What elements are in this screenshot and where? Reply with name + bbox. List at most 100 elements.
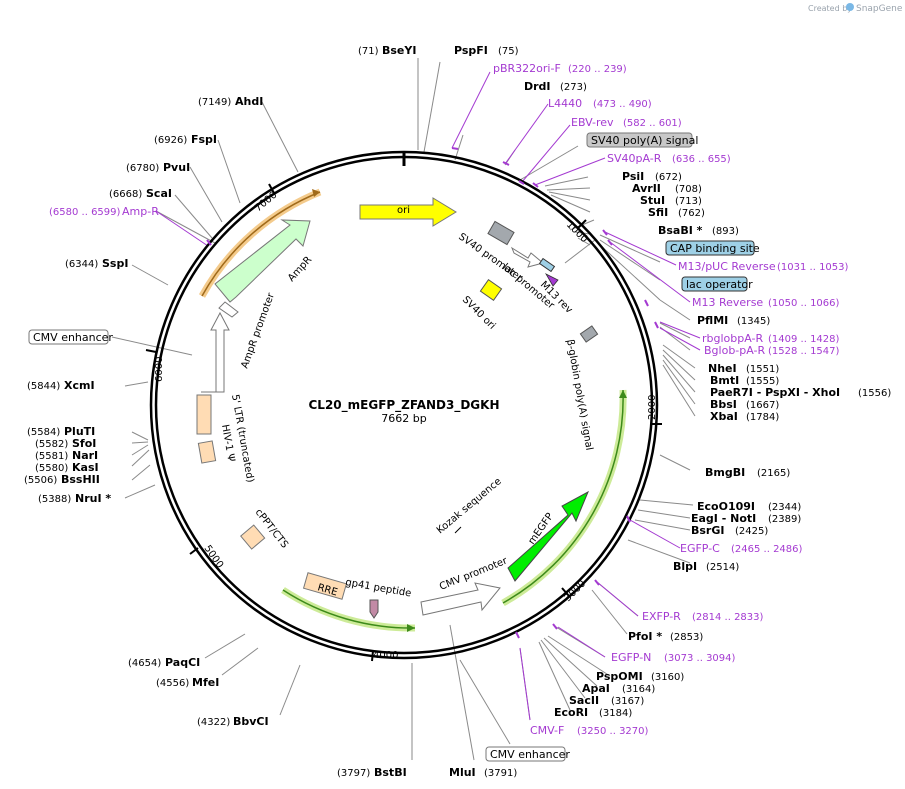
svg-text:(672): (672) xyxy=(655,172,682,183)
enzyme-pflmi[interactable]: PflMI(1345) xyxy=(697,314,770,327)
svg-text:(1050 .. 1066): (1050 .. 1066) xyxy=(768,298,840,309)
enzyme-stui[interactable]: StuI(713) xyxy=(640,194,702,207)
tick-5000: 5000 xyxy=(202,543,226,570)
primer-egfp-n[interactable]: EGFP-N(3073 .. 3094) xyxy=(611,651,736,664)
svg-text:(6926): (6926) xyxy=(154,135,187,146)
primer-amp-r[interactable]: (6580 .. 6599)Amp-R xyxy=(49,205,159,218)
enzyme-psii[interactable]: PsiI(672) xyxy=(622,170,682,183)
bglobin-label: β-globin poly(A) signal xyxy=(564,339,594,452)
enzyme-ecori[interactable]: EcoRI(3184) xyxy=(554,706,632,719)
enzyme-bstbi[interactable]: (3797) BstBI xyxy=(337,766,407,779)
cmv-enhancer-left-box[interactable]: CMV enhancer xyxy=(28,329,113,345)
svg-text:(3250 .. 3270): (3250 .. 3270) xyxy=(577,726,649,737)
enzyme-eagi[interactable]: EagI - NotI(2389) xyxy=(691,512,801,525)
sv40-polya-box[interactable]: SV40 poly(A) signal xyxy=(586,132,698,148)
enzyme-pluti[interactable]: (5584)PluTI xyxy=(27,425,95,438)
enzyme-avrii[interactable]: AvrII(708) xyxy=(632,182,702,195)
svg-text:(2814 .. 2833): (2814 .. 2833) xyxy=(692,612,764,623)
enzyme-kasi[interactable]: (5580)KasI xyxy=(35,461,99,474)
primer-m13-puc-reverse[interactable]: M13/pUC Reverse(1031 .. 1053) xyxy=(678,260,849,273)
svg-text:BmtI: BmtI xyxy=(710,374,739,387)
primer-sv40pa-r[interactable]: SV40pA-R(636 .. 655) xyxy=(607,152,731,165)
svg-text:FspI: FspI xyxy=(191,133,217,146)
cppt-arc xyxy=(282,589,416,629)
enzyme-pspomi[interactable]: PspOMI(3160) xyxy=(596,670,684,683)
credit-brand: SnapGene xyxy=(856,4,903,14)
enzyme-nrui[interactable]: (5388)NruI * xyxy=(38,492,111,505)
svg-text:PspOMI: PspOMI xyxy=(596,670,643,683)
cmv-enhancer-bottom-box[interactable]: CMV enhancer xyxy=(485,746,570,762)
enzyme-apai[interactable]: ApaI(3164) xyxy=(582,682,655,695)
enzyme-pfoi[interactable]: PfoI *(2853) xyxy=(628,630,703,643)
enzyme-scai[interactable]: (6668)ScaI xyxy=(109,187,172,200)
enzyme-nhei[interactable]: NheI(1551) xyxy=(708,362,779,375)
cap-binding-box[interactable]: CAP binding site xyxy=(665,240,760,256)
enzyme-bseyi[interactable]: (71)BseYI xyxy=(358,44,416,57)
enzyme-paer7i[interactable]: PaeR7I - PspXI - XhoI(1556) xyxy=(710,386,891,399)
svg-text:BstBI: BstBI xyxy=(374,766,407,779)
primer-m13-reverse[interactable]: M13 Reverse(1050 .. 1066) xyxy=(692,296,840,309)
enzyme-sfoi[interactable]: (5582)SfoI xyxy=(35,437,96,450)
svg-text:(582 .. 601): (582 .. 601) xyxy=(623,118,682,129)
enzyme-sfii[interactable]: SfiI(762) xyxy=(648,206,705,219)
svg-text:EagI - NotI: EagI - NotI xyxy=(691,512,756,525)
enzyme-ahdi[interactable]: (7149)AhdI xyxy=(198,95,263,108)
svg-text:(4322): (4322) xyxy=(197,717,230,728)
svg-text:(3797): (3797) xyxy=(337,768,370,779)
svg-text:Bglob-pA-R: Bglob-pA-R xyxy=(704,344,766,357)
cmv-enhancer-left-text: CMV enhancer xyxy=(33,331,113,344)
primer-ebv-rev[interactable]: EBV-rev(582 .. 601) xyxy=(571,116,682,129)
lac-operator-block xyxy=(538,257,556,273)
svg-text:SV40pA-R: SV40pA-R xyxy=(607,152,662,165)
svg-text:SacII: SacII xyxy=(569,694,599,707)
svg-text:(75): (75) xyxy=(498,46,519,57)
enzyme-mfei[interactable]: (4556)MfeI xyxy=(156,676,219,689)
enzyme-xcmi[interactable]: (5844)XcmI xyxy=(27,379,95,392)
lac-operator-text: lac operator xyxy=(686,278,753,291)
svg-text:MluI: MluI xyxy=(449,766,476,779)
svg-text:(473 .. 490): (473 .. 490) xyxy=(593,99,652,110)
svg-text:M13/pUC Reverse: M13/pUC Reverse xyxy=(678,260,776,273)
tick-2000: 2000 xyxy=(647,395,658,420)
svg-text:(220 .. 239): (220 .. 239) xyxy=(568,64,627,75)
enzyme-bsshii[interactable]: (5506)BssHII xyxy=(24,473,100,486)
primer-egfp-c[interactable]: EGFP-C(2465 .. 2486) xyxy=(680,542,803,555)
m13-rev-marker xyxy=(544,273,559,287)
enzyme-mlui[interactable]: MluI(3791) xyxy=(449,766,517,779)
enzyme-bsabi[interactable]: BsaBI *(893) xyxy=(658,224,739,237)
enzyme-bsrgi[interactable]: BsrGI(2425) xyxy=(691,524,768,537)
svg-text:(713): (713) xyxy=(675,196,702,207)
enzyme-pspfi[interactable]: PspFI(75) xyxy=(454,44,519,57)
primer-bglob-pa-r[interactable]: Bglob-pA-R(1528 .. 1547) xyxy=(704,344,840,357)
enzyme-fspi[interactable]: (6926) FspI xyxy=(154,133,217,146)
snapgene-logo-icon xyxy=(846,3,854,11)
enzyme-drdi[interactable]: DrdI(273) xyxy=(524,80,587,93)
enzyme-sspi[interactable]: (6344)SspI xyxy=(65,257,128,270)
svg-text:(5582): (5582) xyxy=(35,439,68,450)
enzyme-bbsi[interactable]: BbsI(1667) xyxy=(710,398,779,411)
primer-l4440[interactable]: L4440(473 .. 490) xyxy=(548,97,652,110)
enzyme-labels: (71)BseYI PspFI(75) DrdI(273) PsiI(672) … xyxy=(24,44,891,779)
primer-cmv-f[interactable]: CMV-F(3250 .. 3270) xyxy=(530,724,649,737)
ori-label: ori xyxy=(397,205,410,216)
enzyme-bbvci[interactable]: (4322)BbvCI xyxy=(197,715,269,728)
enzyme-paqci[interactable]: (4654)PaqCI xyxy=(128,656,200,669)
enzyme-bmgbi[interactable]: BmgBI(2165) xyxy=(705,466,790,479)
primer-rbglobpa-r[interactable]: rbglobpA-R(1409 .. 1428) xyxy=(702,332,840,345)
sv40-ori-block xyxy=(479,278,503,302)
svg-text:ScaI: ScaI xyxy=(146,187,172,200)
svg-text:(5580): (5580) xyxy=(35,463,68,474)
enzyme-pvui[interactable]: (6780)PvuI xyxy=(126,161,190,174)
svg-text:BssHII: BssHII xyxy=(61,473,100,486)
svg-text:ApaI: ApaI xyxy=(582,682,610,695)
enzyme-blpi[interactable]: BlpI(2514) xyxy=(673,560,739,573)
lac-operator-box[interactable]: lac operator xyxy=(681,276,753,292)
enzyme-bmti[interactable]: BmtI(1555) xyxy=(710,374,779,387)
enzyme-ecoo109i[interactable]: EcoO109I(2344) xyxy=(697,500,801,513)
primer-pbr322ori-f[interactable]: pBR322ori-F(220 .. 239) xyxy=(493,62,627,75)
primer-exfp-r[interactable]: EXFP-R(2814 .. 2833) xyxy=(642,610,764,623)
enzyme-nari[interactable]: (5581)NarI xyxy=(35,449,98,462)
cap-binding-text: CAP binding site xyxy=(670,242,760,255)
enzyme-xbai[interactable]: XbaI(1784) xyxy=(710,410,779,423)
enzyme-sacii[interactable]: SacII(3167) xyxy=(569,694,644,707)
